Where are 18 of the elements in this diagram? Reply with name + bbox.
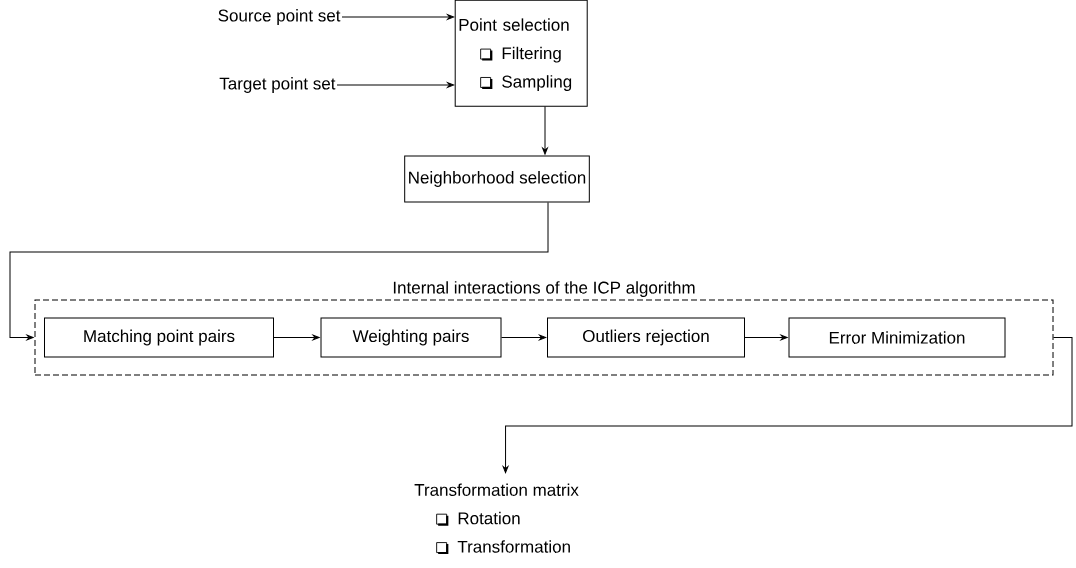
process-box: Error Minimization xyxy=(788,317,1006,358)
arrow xyxy=(542,105,548,155)
process-box: Matching point pairs xyxy=(44,317,274,358)
arrow xyxy=(9,202,549,341)
input-label: Target point set xyxy=(219,77,336,93)
arrow xyxy=(336,82,455,88)
input-label: Source point set xyxy=(218,9,341,25)
arrow xyxy=(501,334,547,341)
process-box: Neighborhood selection xyxy=(404,155,590,203)
process-box: Point selection Filtering Sampling xyxy=(454,0,588,107)
process-box: Outliers rejection xyxy=(547,317,745,358)
arrow xyxy=(744,334,788,341)
process-box: Weighting pairs xyxy=(320,317,502,358)
arrow xyxy=(273,334,320,341)
arrow xyxy=(502,337,1073,474)
output-label: Transformation matrix Rotation Transformation xyxy=(414,483,579,555)
arrow xyxy=(341,14,455,20)
node-label: Internal interactions of the ICP algorithm xyxy=(393,281,695,298)
